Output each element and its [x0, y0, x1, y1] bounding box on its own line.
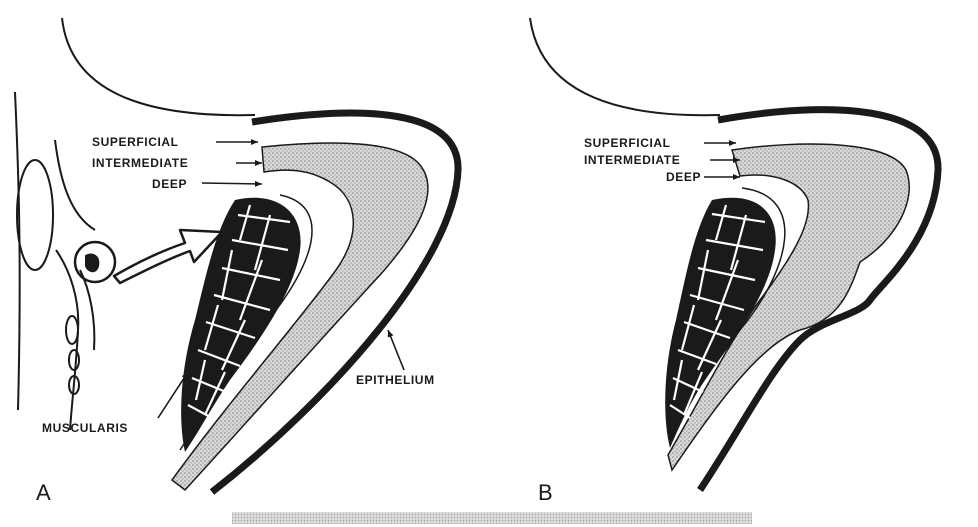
outer-curve-b — [530, 18, 720, 115]
panel-letter-a: A — [36, 480, 51, 505]
label-superficial-a: SUPERFICIAL — [92, 135, 179, 149]
label-muscularis: MUSCULARIS — [42, 421, 128, 435]
label-deep-a: DEEP — [152, 177, 187, 191]
scan-strip — [232, 512, 752, 524]
deep-arrow-a — [202, 183, 262, 184]
label-epithelium: EPITHELIUM — [356, 373, 435, 387]
label-superficial-b: SUPERFICIAL — [584, 136, 671, 150]
epithelium-arrow-a — [388, 330, 404, 370]
panel-letter-b: B — [538, 480, 553, 505]
magnify-arrow — [114, 230, 222, 283]
outer-curve-a — [62, 18, 255, 115]
label-intermediate-b: INTERMEDIATE — [584, 153, 680, 167]
label-deep-b: DEEP — [666, 170, 701, 184]
panel-a: SUPERFICIAL INTERMEDIATE DEEP MUSCULARIS… — [15, 18, 458, 505]
label-intermediate-a: INTERMEDIATE — [92, 156, 188, 170]
panel-b: SUPERFICIAL INTERMEDIATE DEEP B — [530, 18, 938, 505]
